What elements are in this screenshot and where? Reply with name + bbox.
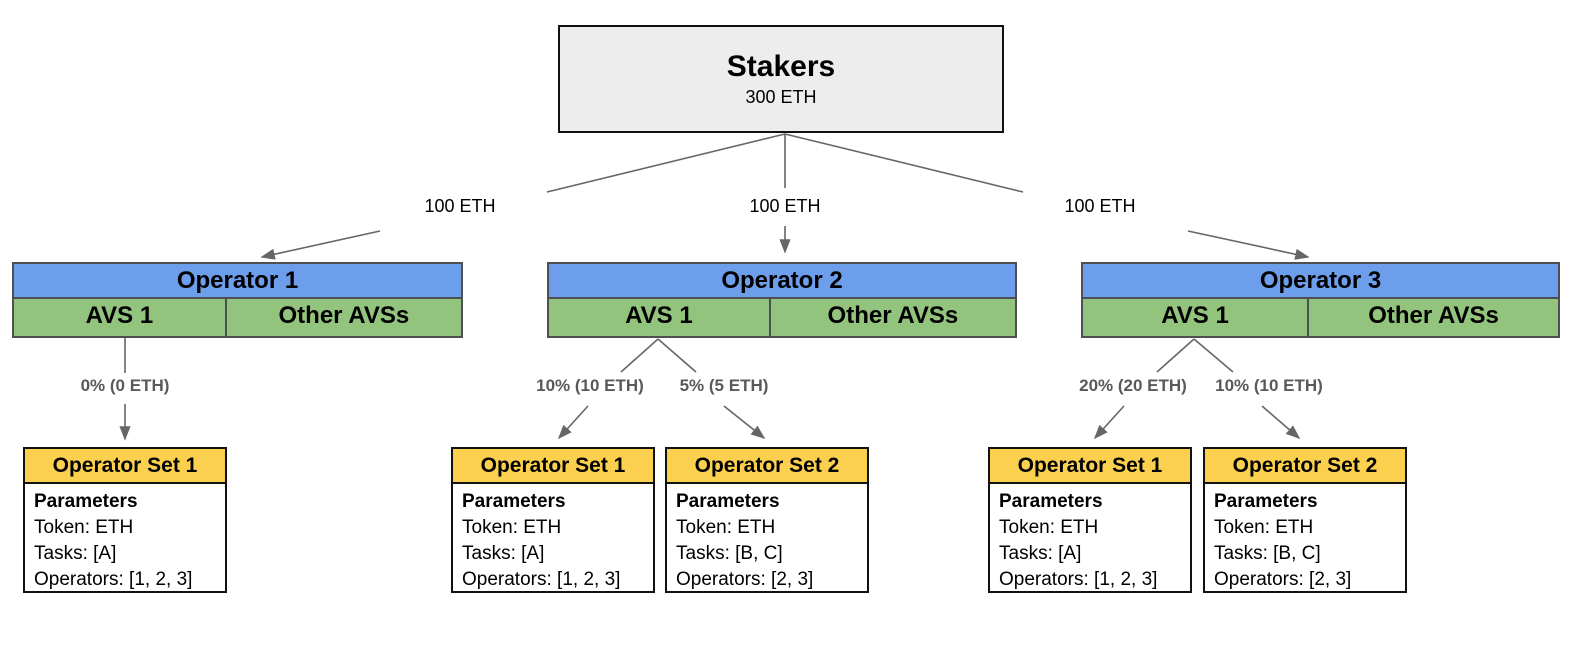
stakers-fan-lines (546, 133, 1024, 193)
eth-label-middle: 100 ETH (749, 196, 821, 216)
operator-set-title: Operator Set 1 (990, 449, 1190, 484)
parameters-heading: Parameters (462, 491, 566, 512)
param-tasks: Tasks: [A] (462, 543, 545, 564)
avs-to-set-arrows (119, 404, 1301, 441)
operator2-set2-card: Operator Set 2 Parameters Token: ETH Tas… (665, 447, 869, 593)
avs-branch-lines (124, 338, 1234, 373)
stakers-title: Stakers (726, 50, 836, 83)
operator-set-title: Operator Set 2 (1205, 449, 1405, 484)
operator-3-other-avs-cell: Other AVSs (1309, 299, 1558, 336)
operator-3-group: Operator 3 AVS 1 Other AVSs (1081, 262, 1560, 338)
param-operators: Operators: [1, 2, 3] (34, 569, 193, 590)
operator-2-group: Operator 2 AVS 1 Other AVSs (547, 262, 1017, 338)
operator3-set1-card: Operator Set 1 Parameters Token: ETH Tas… (988, 447, 1192, 593)
allocation-label-op2-set1: 10% (10 ETH) (536, 376, 644, 395)
stakers-amount: 300 ETH (745, 87, 817, 107)
operator-1-avs1-cell: AVS 1 (14, 299, 227, 336)
operator3-set2-card: Operator Set 2 Parameters Token: ETH Tas… (1203, 447, 1407, 593)
operator-3-avs1-cell: AVS 1 (1083, 299, 1310, 336)
operator-set-parameters: Parameters Token: ETH Tasks: [A] Operato… (453, 484, 653, 593)
operator-set-title: Operator Set 1 (453, 449, 653, 484)
stakers-box: Stakers 300 ETH (558, 25, 1004, 133)
eth-label-right: 100 ETH (1064, 196, 1136, 216)
operator-3-avs-row: AVS 1 Other AVSs (1083, 299, 1558, 336)
eth-label-left: 100 ETH (424, 196, 496, 216)
operator-2-avs1-cell: AVS 1 (549, 299, 771, 336)
allocation-label-op3-set2: 10% (10 ETH) (1215, 376, 1323, 395)
param-tasks: Tasks: [B, C] (676, 543, 783, 564)
operator-set-parameters: Parameters Token: ETH Tasks: [A] Operato… (990, 484, 1190, 593)
param-operators: Operators: [2, 3] (676, 569, 814, 590)
param-operators: Operators: [2, 3] (1214, 569, 1352, 590)
param-token: Token: ETH (1214, 517, 1314, 538)
allocation-label-op1-set1: 0% (0 ETH) (80, 376, 170, 395)
allocation-label-op3-set1: 20% (20 ETH) (1079, 376, 1187, 395)
param-operators: Operators: [1, 2, 3] (462, 569, 621, 590)
operator-2-name: Operator 2 (549, 264, 1015, 299)
param-operators: Operators: [1, 2, 3] (999, 569, 1158, 590)
operator-1-group: Operator 1 AVS 1 Other AVSs (12, 262, 463, 338)
stakers-to-operator-arrows (260, 226, 1310, 260)
operator-1-avs-row: AVS 1 Other AVSs (14, 299, 461, 336)
operator-2-avs-row: AVS 1 Other AVSs (549, 299, 1015, 336)
operator-set-title: Operator Set 2 (667, 449, 867, 484)
param-token: Token: ETH (676, 517, 776, 538)
param-token: Token: ETH (462, 517, 562, 538)
param-token: Token: ETH (999, 517, 1099, 538)
operator-1-name: Operator 1 (14, 264, 461, 299)
param-tasks: Tasks: [B, C] (1214, 543, 1321, 564)
parameters-heading: Parameters (34, 491, 138, 512)
operator-set-parameters: Parameters Token: ETH Tasks: [B, C] Oper… (667, 484, 867, 593)
param-tasks: Tasks: [A] (999, 543, 1082, 564)
operator-1-other-avs-cell: Other AVSs (226, 299, 461, 336)
allocation-label-op2-set2: 5% (5 ETH) (679, 376, 769, 395)
operator1-set1-card: Operator Set 1 Parameters Token: ETH Tas… (23, 447, 227, 593)
param-tasks: Tasks: [A] (34, 543, 117, 564)
operator-set-parameters: Parameters Token: ETH Tasks: [A] Operato… (25, 484, 225, 593)
parameters-heading: Parameters (676, 491, 780, 512)
operator-set-parameters: Parameters Token: ETH Tasks: [B, C] Oper… (1205, 484, 1405, 593)
operator-2-other-avs-cell: Other AVSs (770, 299, 1015, 336)
operator-set-title: Operator Set 1 (25, 449, 225, 484)
operator2-set1-card: Operator Set 1 Parameters Token: ETH Tas… (451, 447, 655, 593)
parameters-heading: Parameters (1214, 491, 1318, 512)
operator-3-name: Operator 3 (1083, 264, 1558, 299)
param-token: Token: ETH (34, 517, 134, 538)
parameters-heading: Parameters (999, 491, 1103, 512)
